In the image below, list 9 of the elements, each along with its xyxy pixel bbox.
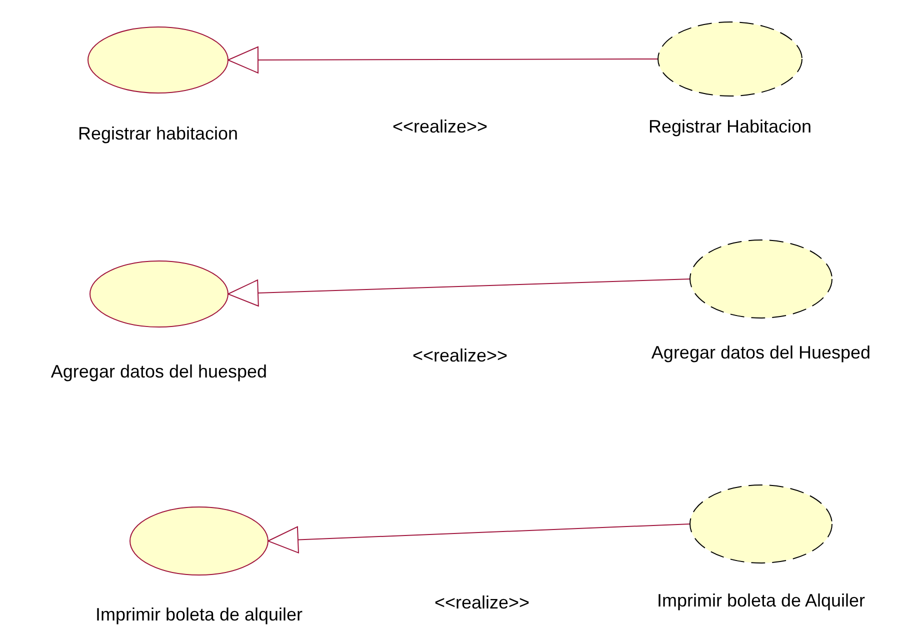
use-case-name: Imprimir boleta de alquiler: [95, 604, 303, 626]
realization-arrow: [268, 524, 690, 554]
use-case-name: Registrar Habitacion: [648, 116, 812, 138]
use-case-name: Imprimir boleta de Alquiler: [656, 590, 866, 612]
realization-arrow: [228, 46, 658, 74]
realization-arrow: [228, 278, 690, 307]
use-case-name: Agregar datos del Huesped: [651, 342, 871, 364]
use-case-name: Agregar datos del huesped: [50, 362, 268, 382]
use-case-name: Registrar habitacion: [78, 124, 238, 144]
